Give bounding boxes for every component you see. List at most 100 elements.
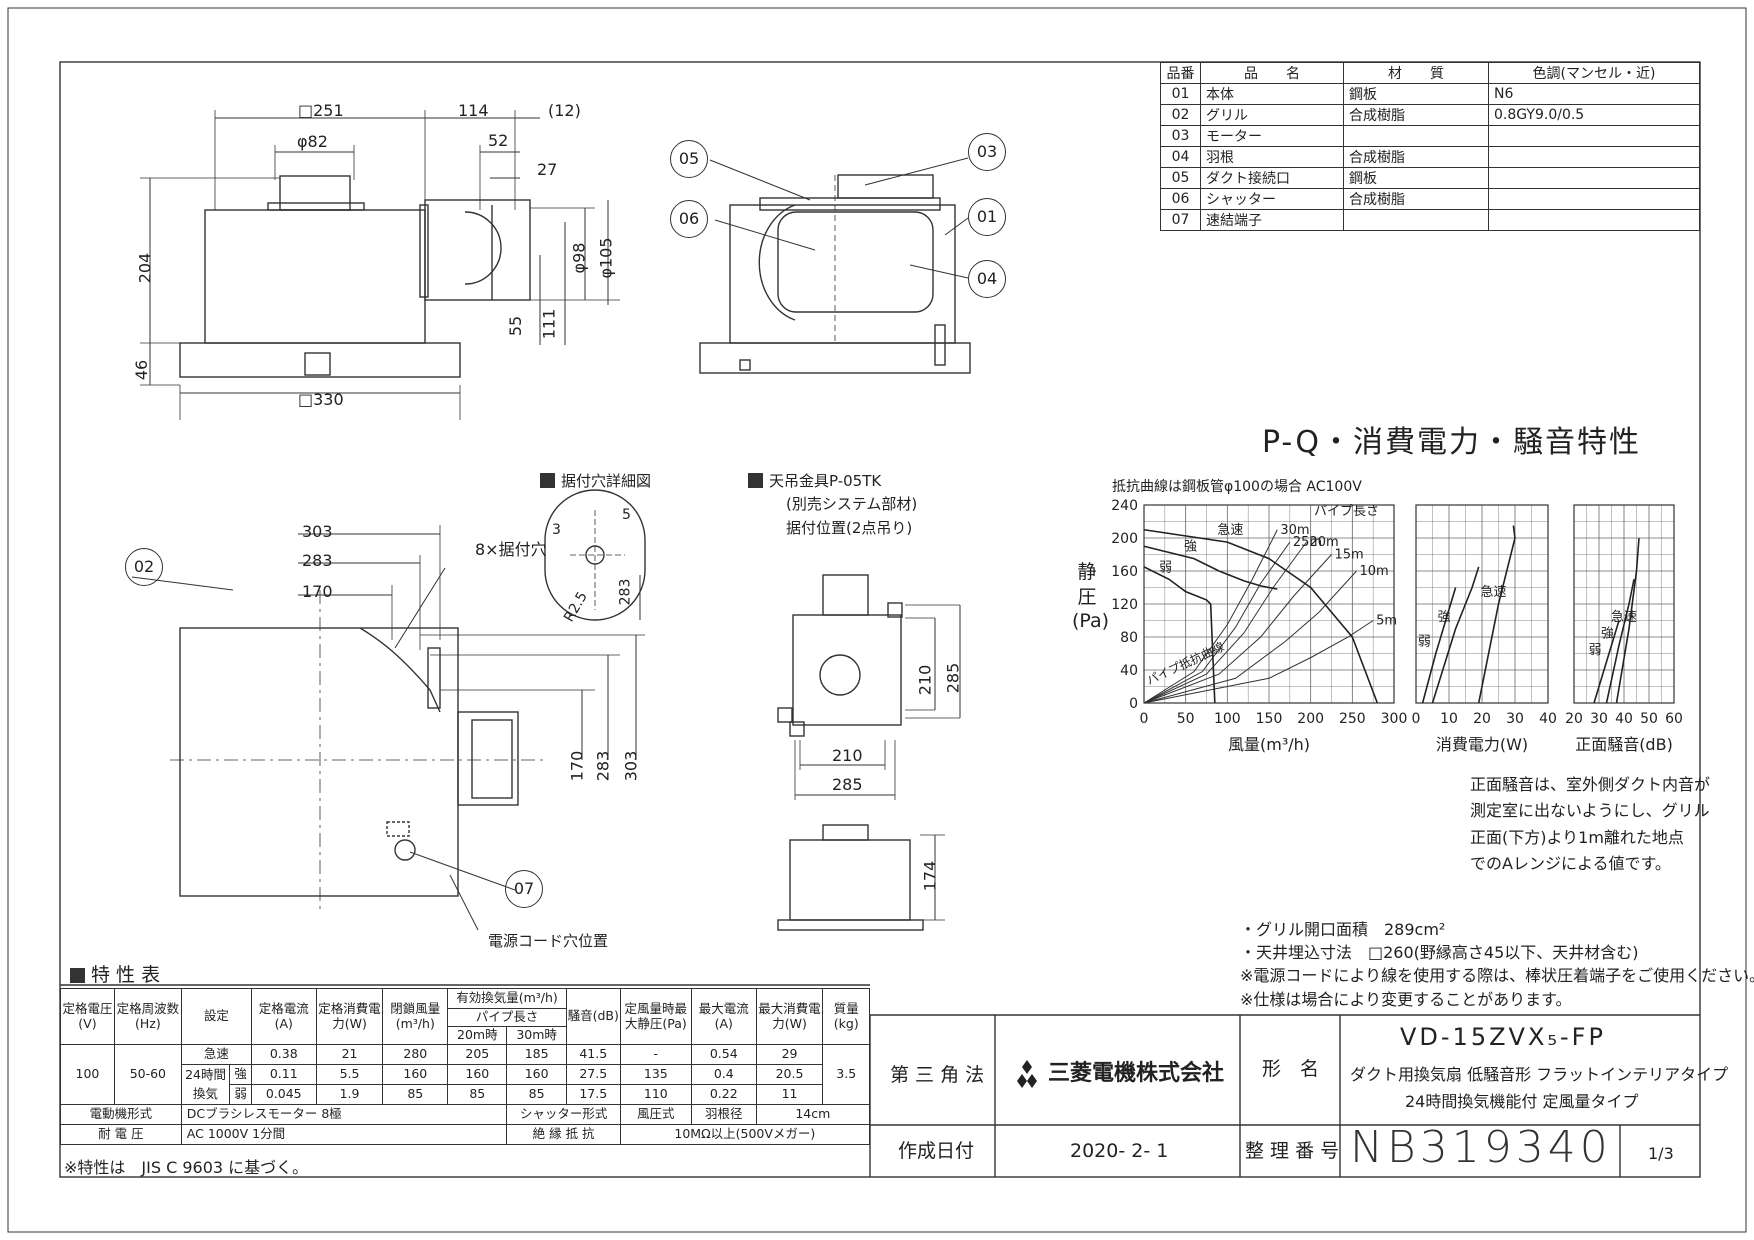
notes: ・グリル開口面積 289cm² ・天井埋込寸法 □260(野縁高さ45以下、天井… <box>1240 920 1754 1009</box>
dim-174: 174 <box>920 860 940 892</box>
parts-cell: 羽根 <box>1200 146 1344 168</box>
dim-303b: 303 <box>621 750 641 782</box>
dim-285h: 285 <box>832 775 863 794</box>
date-value: 2020- 2- 1 <box>1070 1140 1169 1162</box>
parts-cell: 鋼板 <box>1343 83 1489 105</box>
callout-05: 05 <box>670 140 708 178</box>
company-logo: 三菱電機株式会社 <box>1012 1060 1224 1088</box>
chart-note: 抵抗曲線は鋼板管φ100の場合 AC100V <box>1112 479 1362 495</box>
ref-label: 整 理 番 号 <box>1245 1140 1340 1162</box>
h-setting: 設定 <box>180 988 252 1045</box>
dim-283c: 283 <box>617 578 634 606</box>
parts-cell <box>1488 188 1700 210</box>
dim-283b: 283 <box>593 750 613 782</box>
parts-cell: 05 <box>1160 167 1201 189</box>
ref-number: NB319340 <box>1350 1122 1612 1173</box>
callout-02: 02 <box>125 548 163 586</box>
h-freq: 定格周波数(Hz) <box>113 988 182 1045</box>
dim-55: 55 <box>506 315 526 337</box>
page-number: 1/3 <box>1648 1144 1674 1163</box>
parts-cell: 04 <box>1160 146 1201 168</box>
callout-04: 04 <box>968 260 1006 298</box>
dim-204: 204 <box>135 252 155 284</box>
parts-cell: 01 <box>1160 83 1201 105</box>
jis-note: ※特性は JIS C 9603 に基づく。 <box>64 1158 309 1177</box>
h-20m: 20m時 <box>447 1026 508 1045</box>
h-30m: 30m時 <box>506 1026 567 1045</box>
square-bullet-icon <box>70 968 85 983</box>
h-voltage: 定格電圧(V) <box>60 988 115 1045</box>
h-mass: 質量(kg) <box>822 988 870 1045</box>
h-power: 定格消費電力(W) <box>315 988 384 1045</box>
dim-114: 114 <box>458 101 489 120</box>
h-maxcur: 最大電流(A) <box>690 988 757 1045</box>
dim-170b: 170 <box>567 750 587 782</box>
dim-330: □330 <box>298 390 344 409</box>
projection-method: 第 三 角 法 <box>890 1064 985 1086</box>
power-cord-label: 電源コード穴位置 <box>488 932 609 950</box>
parts-cell: N6 <box>1488 83 1700 105</box>
parts-cell <box>1488 146 1700 168</box>
parts-header: 品番 品 名 材 質 色調(マンセル・近) <box>1160 62 1700 84</box>
dim-105: φ105 <box>596 237 616 279</box>
model-desc-1: ダクト用換気扇 低騒音形 フラットインテリアタイプ <box>1350 1065 1729 1084</box>
callout-07: 07 <box>505 870 543 908</box>
dim-46: 46 <box>132 359 152 381</box>
square-bullet-icon <box>540 473 555 488</box>
dim-82: φ82 <box>297 132 328 151</box>
dim-98: φ98 <box>569 242 589 274</box>
dim-111: 111 <box>539 308 559 340</box>
hanger-title: 天吊金具P-05TK <box>748 473 881 489</box>
spec-row-jaku: 換気 弱 0.045 1.9 85 85 85 17.5 110 0.22 11 <box>61 1084 870 1105</box>
dim-170a: 170 <box>302 582 333 601</box>
spec-row-withstand: 耐 電 圧 AC 1000V 1分間 絶 縁 抵 抗 10MΩ以上(500Vメガ… <box>60 1124 871 1145</box>
dim-27: 27 <box>537 160 558 179</box>
h-staticmax: 定風量時最大静圧(Pa) <box>619 988 692 1045</box>
dim-12: (12) <box>548 101 581 120</box>
date-label: 作成日付 <box>898 1140 975 1162</box>
parts-cell <box>1488 167 1700 189</box>
spec-title: 特 性 表 <box>70 966 160 985</box>
h-pipe: パイプ長さ <box>447 1008 567 1027</box>
parts-cell <box>1488 209 1700 231</box>
parts-cell: 鋼板 <box>1343 167 1489 189</box>
noise-note: 正面騒音は、室外側ダクト内音が 測定室に出ないようにし、グリル 正面(下方)より… <box>1470 775 1711 874</box>
spec-row-motor: 電動機形式 DCブラシレスモーター 8極 シャッター形式 風圧式 羽根径 14c… <box>60 1104 871 1125</box>
dim-52: 52 <box>488 131 509 150</box>
callout-01: 01 <box>968 198 1006 236</box>
parts-cell: 02 <box>1160 104 1201 126</box>
spec-row-kyo: 24時間 強 0.11 5.5 160 160 160 27.5 135 0.4… <box>61 1064 870 1085</box>
parts-cell <box>1488 125 1700 147</box>
parts-cell: 0.8GY9.0/0.5 <box>1488 104 1700 126</box>
h-noise: 騒音(dB) <box>565 988 621 1045</box>
parts-cell: 07 <box>1160 209 1201 231</box>
chart-title: P-Q・消費電力・騒音特性 <box>1262 425 1641 460</box>
mount-holes-label: 8×据付穴 <box>475 540 547 559</box>
parts-cell: 本体 <box>1200 83 1344 105</box>
parts-cell: グリル <box>1200 104 1344 126</box>
mount-detail-title: 据付穴詳細図 <box>540 473 651 489</box>
y-axis-label: 静圧(Pa) <box>1072 561 1110 633</box>
h-closed: 閉鎖風量(m³/h) <box>382 988 449 1045</box>
h-current: 定格電流(A) <box>250 988 317 1045</box>
parts-cell: 合成樹脂 <box>1343 146 1489 168</box>
dim-285v: 285 <box>943 662 963 694</box>
callout-06: 06 <box>670 200 708 238</box>
square-bullet-icon <box>748 473 763 488</box>
h-eff: 有効換気量(m³/h) <box>447 988 567 1009</box>
parts-cell: モーター <box>1200 125 1344 147</box>
model-label: 形 名 <box>1262 1058 1320 1080</box>
parts-cell: 06 <box>1160 188 1201 210</box>
parts-cell: シャッター <box>1200 188 1344 210</box>
parts-cell: ダクト接続口 <box>1200 167 1344 189</box>
